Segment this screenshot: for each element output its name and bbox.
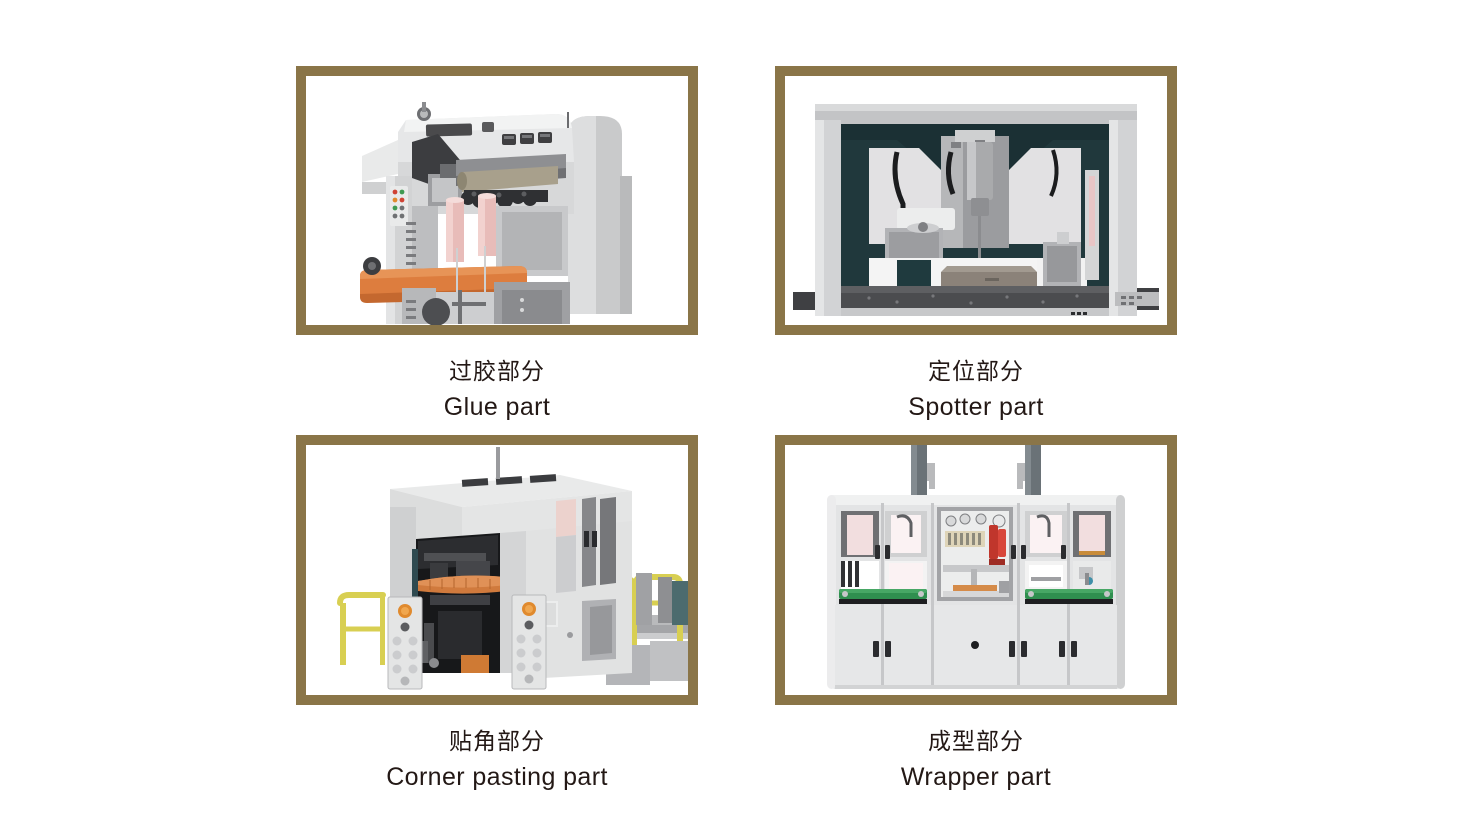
- caption-corner-pasting-part: 贴角部分 Corner pasting part: [296, 727, 698, 793]
- caption-wrapper-part: 成型部分 Wrapper part: [775, 727, 1177, 793]
- caption-en: Wrapper part: [900, 762, 1052, 791]
- photo-wrapper-machine: [785, 445, 1167, 695]
- caption-cn: 贴角部分: [449, 728, 545, 754]
- photo-frame-spotter: [775, 66, 1177, 335]
- card-wrapper-part: 成型部分 Wrapper part: [775, 435, 1177, 793]
- card-spotter-part: 定位部分 Spotter part: [775, 66, 1177, 423]
- photo-frame-glue: [296, 66, 698, 335]
- photo-frame-wrapper: [775, 435, 1177, 705]
- caption-en: Spotter part: [908, 392, 1044, 421]
- caption-spotter-part: 定位部分 Spotter part: [775, 357, 1177, 423]
- caption-cn: 过胶部分: [449, 358, 545, 384]
- photo-frame-corner-pasting: [296, 435, 698, 705]
- caption-cn: 定位部分: [928, 358, 1024, 384]
- caption-glue-part: 过胶部分 Glue part: [296, 357, 698, 423]
- card-corner-pasting-part: 贴角部分 Corner pasting part: [296, 435, 698, 793]
- caption-en: Glue part: [443, 392, 551, 421]
- caption-cn: 成型部分: [928, 728, 1024, 754]
- photo-glue-machine: [306, 76, 688, 325]
- caption-en: Corner pasting part: [386, 762, 608, 791]
- card-glue-part: 过胶部分 Glue part: [296, 66, 698, 423]
- photo-corner-pasting-machine: [306, 445, 688, 695]
- photo-spotter-machine: [785, 76, 1167, 325]
